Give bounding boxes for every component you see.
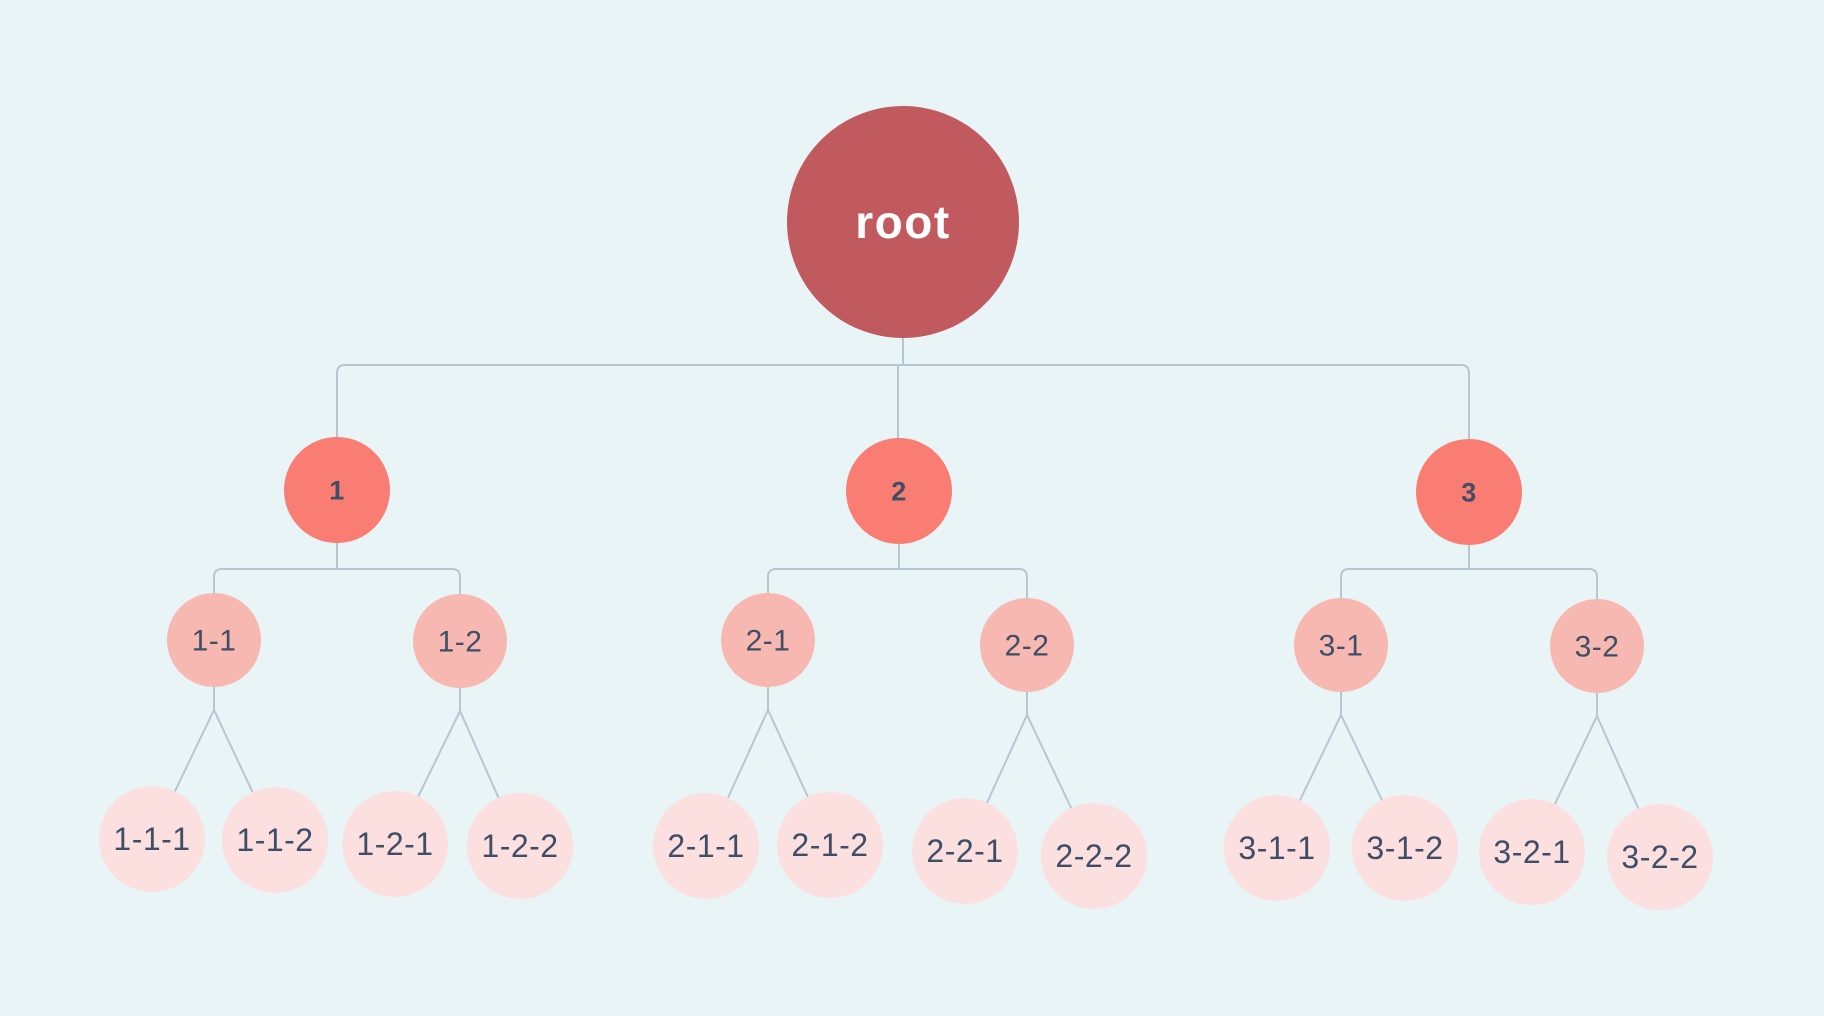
tree-node-2-1-2[interactable]: 2-1-2 — [777, 792, 883, 898]
tree-node-3-2-1[interactable]: 3-2-1 — [1479, 799, 1585, 905]
node-1-label: 1 — [329, 475, 345, 505]
tree-node-1-2[interactable]: 1-2 — [413, 594, 507, 688]
tree-node-3-1[interactable]: 3-1 — [1294, 598, 1388, 692]
root-node-label: root — [855, 196, 950, 248]
node-2-2-2-circle[interactable] — [1041, 803, 1147, 909]
node-1-1-2-circle[interactable] — [222, 787, 328, 893]
tree-node-3-1-1[interactable]: 3-1-1 — [1224, 795, 1330, 901]
tree-node-2-1-1[interactable]: 2-1-1 — [653, 793, 759, 899]
node-2-2-1-label: 2-2-1 — [926, 833, 1003, 869]
node-3-circle[interactable] — [1416, 439, 1522, 545]
node-2-1-1-label: 2-1-1 — [667, 828, 744, 864]
node-2-1-circle[interactable] — [721, 593, 815, 687]
tree-node-2[interactable]: 2 — [846, 438, 952, 544]
node-3-2-1-label: 3-2-1 — [1493, 834, 1570, 870]
connector-root-rail — [336, 364, 1470, 441]
tree-node-root[interactable]: root — [787, 106, 1019, 338]
node-3-2-2-circle[interactable] — [1607, 804, 1713, 910]
node-2-1-2-label: 2-1-2 — [791, 827, 868, 863]
connector-1-rail — [213, 568, 461, 597]
node-2-1-2-circle[interactable] — [777, 792, 883, 898]
tree-node-1-2-2[interactable]: 1-2-2 — [467, 793, 573, 899]
node-2-2-label: 2-2 — [1005, 630, 1050, 663]
tree-node-1-1[interactable]: 1-1 — [167, 593, 261, 687]
connector-3-rail — [1340, 568, 1598, 602]
node-3-2-label: 3-2 — [1575, 631, 1620, 664]
tree-node-2-1[interactable]: 2-1 — [721, 593, 815, 687]
node-2-1-label: 2-1 — [746, 625, 791, 658]
tree-node-3[interactable]: 3 — [1416, 439, 1522, 545]
tree-node-1-1-2[interactable]: 1-1-2 — [222, 787, 328, 893]
tree-node-3-2-2[interactable]: 3-2-2 — [1607, 804, 1713, 910]
node-1-1-2-label: 1-1-2 — [236, 822, 313, 858]
node-3-1-circle[interactable] — [1294, 598, 1388, 692]
node-3-1-2-circle[interactable] — [1352, 795, 1458, 901]
node-1-2-2-label: 1-2-2 — [481, 828, 558, 864]
node-3-1-label: 3-1 — [1319, 630, 1364, 663]
node-2-2-1-circle[interactable] — [912, 798, 1018, 904]
node-1-1-1-label: 1-1-1 — [113, 821, 190, 857]
tree-node-2-2-2[interactable]: 2-2-2 — [1041, 803, 1147, 909]
node-1-2-1-label: 1-2-1 — [356, 826, 433, 862]
node-1-2-label: 1-2 — [438, 626, 483, 659]
node-3-2-2-label: 3-2-2 — [1621, 839, 1698, 875]
node-3-label: 3 — [1461, 477, 1477, 507]
tree-node-3-2[interactable]: 3-2 — [1550, 599, 1644, 693]
node-2-2-2-label: 2-2-2 — [1055, 838, 1132, 874]
node-1-2-circle[interactable] — [413, 594, 507, 688]
node-3-1-1-circle[interactable] — [1224, 795, 1330, 901]
connector-2-rail — [767, 568, 1028, 601]
node-1-1-1-circle[interactable] — [99, 786, 205, 892]
tree-node-1[interactable]: 1 — [284, 437, 390, 543]
node-2-label: 2 — [891, 476, 907, 506]
node-2-2-circle[interactable] — [980, 598, 1074, 692]
node-3-2-circle[interactable] — [1550, 599, 1644, 693]
node-2-1-1-circle[interactable] — [653, 793, 759, 899]
node-3-1-1-label: 3-1-1 — [1238, 830, 1315, 866]
root-node-circle[interactable] — [787, 106, 1019, 338]
node-1-2-2-circle[interactable] — [467, 793, 573, 899]
node-2-circle[interactable] — [846, 438, 952, 544]
node-1-1-label: 1-1 — [192, 625, 237, 658]
node-1-1-circle[interactable] — [167, 593, 261, 687]
node-1-circle[interactable] — [284, 437, 390, 543]
node-3-2-1-circle[interactable] — [1479, 799, 1585, 905]
node-1-2-1-circle[interactable] — [342, 791, 448, 897]
tree-node-1-2-1[interactable]: 1-2-1 — [342, 791, 448, 897]
tree-node-3-1-2[interactable]: 3-1-2 — [1352, 795, 1458, 901]
tree-node-2-2[interactable]: 2-2 — [980, 598, 1074, 692]
tree-node-1-1-1[interactable]: 1-1-1 — [99, 786, 205, 892]
tree-node-2-2-1[interactable]: 2-2-1 — [912, 798, 1018, 904]
node-3-1-2-label: 3-1-2 — [1366, 830, 1443, 866]
